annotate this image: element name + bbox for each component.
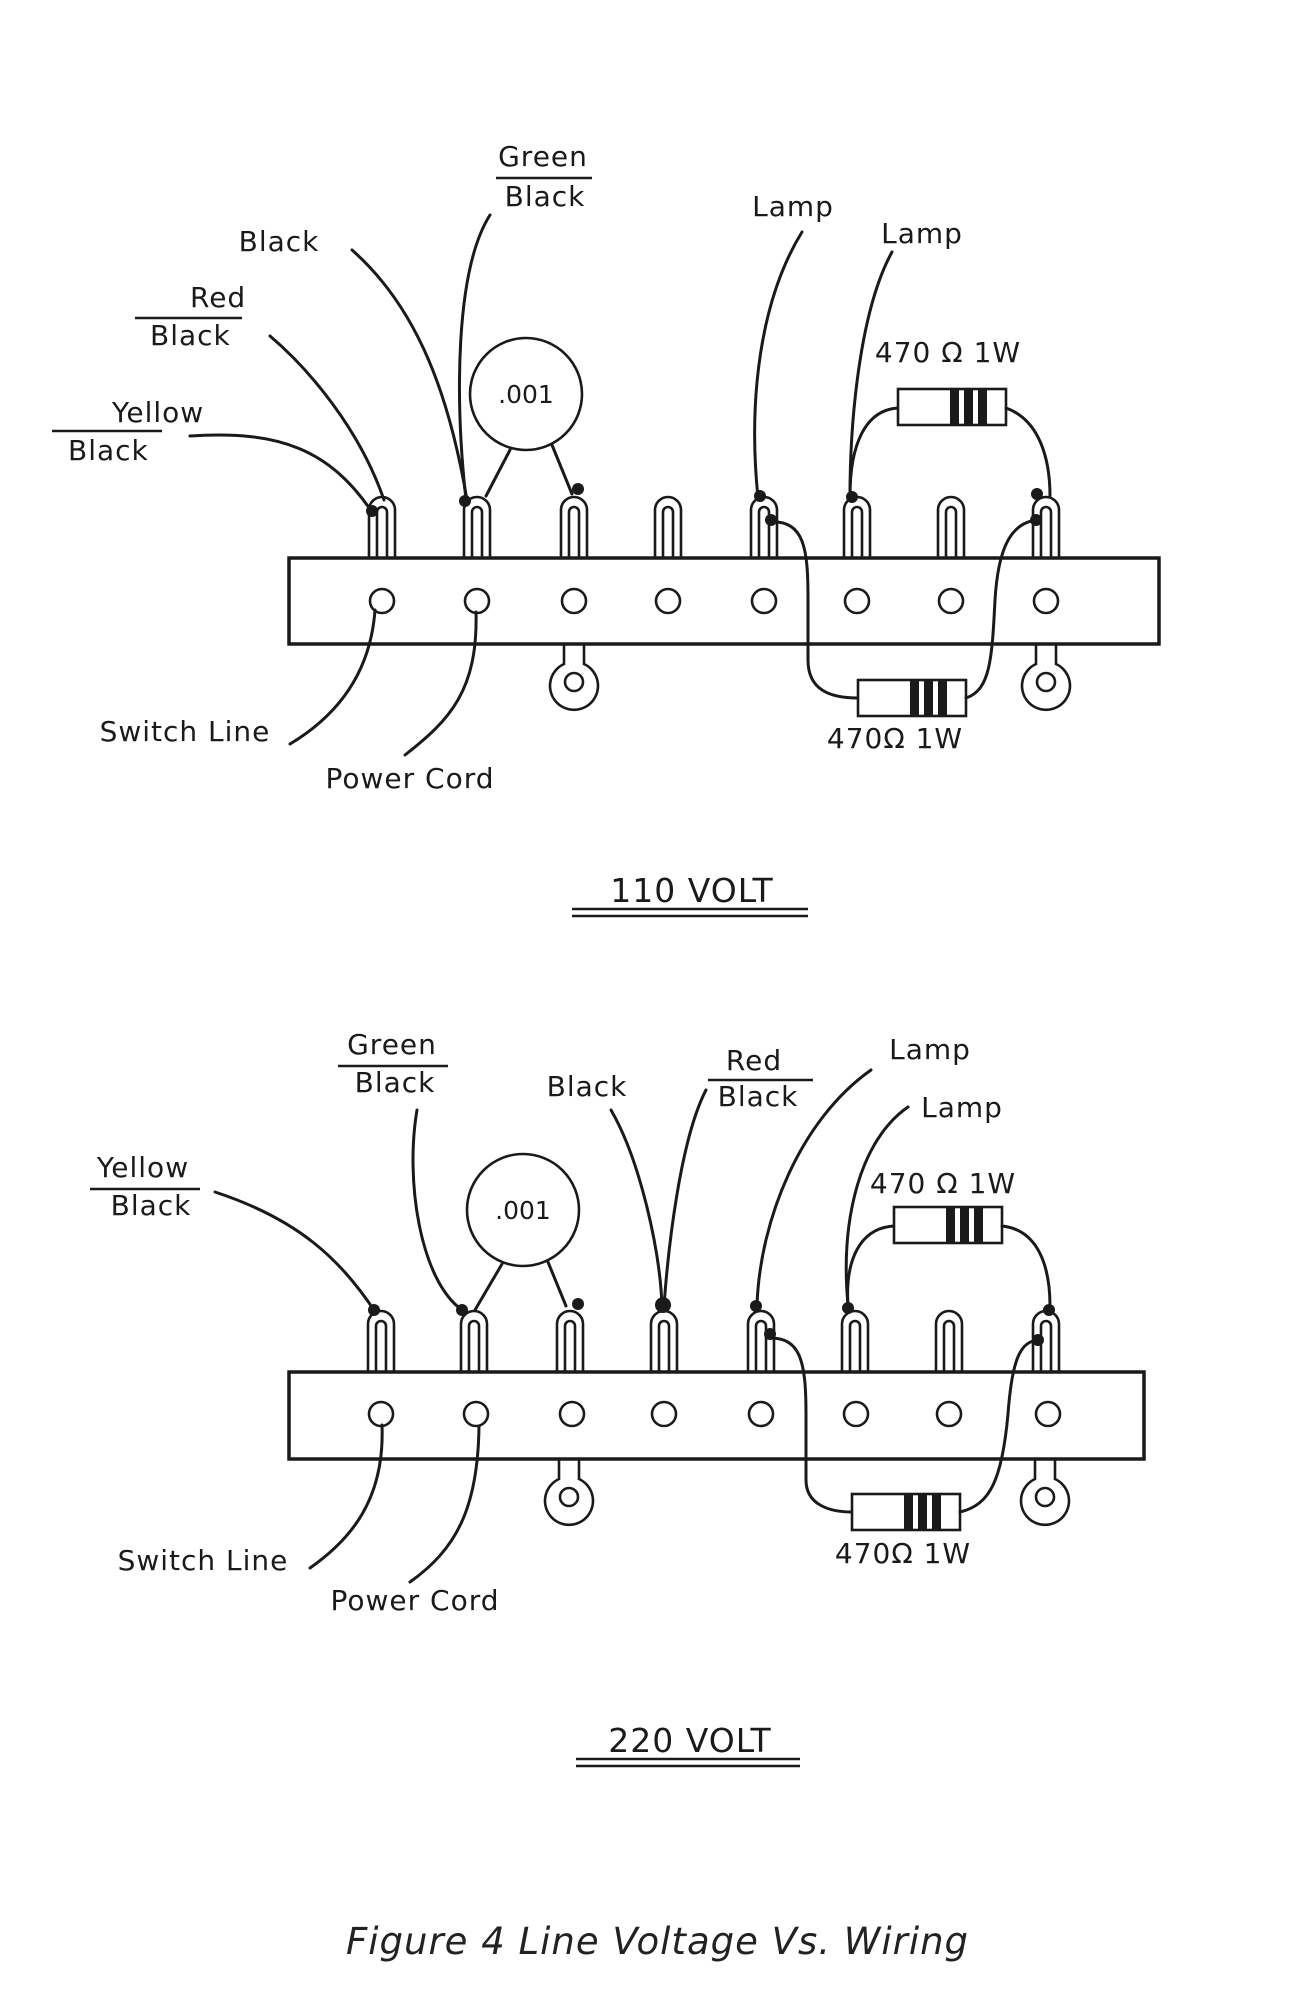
label-lamp-2: Lamp xyxy=(881,217,963,250)
diagram-220-volt: Yellow Black Green Black Black Red Black… xyxy=(90,1028,1146,1768)
terminal-strip-110 xyxy=(287,556,1161,646)
label-resistor-bottom: 470Ω 1W xyxy=(827,722,963,755)
label-green-black: Black xyxy=(355,1066,436,1099)
label-yellow-black: Black xyxy=(111,1189,192,1222)
label-lamp-2: Lamp xyxy=(921,1091,1003,1124)
label-black: Black xyxy=(239,225,320,258)
label-red: Red xyxy=(726,1044,782,1077)
label-lamp-1: Lamp xyxy=(889,1033,971,1066)
label-red: Red xyxy=(190,281,246,314)
capacitor-220 xyxy=(465,1152,581,1268)
label-switch-line: Switch Line xyxy=(100,715,271,748)
capacitor-value: .001 xyxy=(498,380,554,409)
label-switch-line: Switch Line xyxy=(118,1544,289,1577)
label-green: Green xyxy=(347,1028,437,1061)
label-yellow: Yellow xyxy=(96,1151,189,1184)
diagram-110-volt: Yellow Black Red Black Black Green Black… xyxy=(52,140,1161,918)
capacitor-110 xyxy=(468,336,584,452)
label-green-black: Black xyxy=(505,180,586,213)
label-resistor-bottom: 470Ω 1W xyxy=(835,1537,971,1570)
label-yellow: Yellow xyxy=(111,396,204,429)
label-lamp-1: Lamp xyxy=(752,190,834,223)
terminal-strip-220 xyxy=(287,1370,1146,1461)
label-red-black: Black xyxy=(150,319,231,352)
figure-caption: Figure 4 Line Voltage Vs. Wiring xyxy=(345,1920,970,1963)
title-220-volt: 220 VOLT xyxy=(608,1721,771,1760)
label-resistor-top: 470 Ω 1W xyxy=(875,336,1021,369)
label-resistor-top: 470 Ω 1W xyxy=(870,1167,1016,1200)
label-power-cord: Power Cord xyxy=(330,1584,499,1617)
capacitor-value: .001 xyxy=(495,1196,551,1225)
label-green: Green xyxy=(498,140,588,173)
label-red-black: Black xyxy=(718,1080,799,1113)
title-110-volt: 110 VOLT xyxy=(610,871,773,910)
label-black: Black xyxy=(547,1070,628,1103)
label-yellow-black: Black xyxy=(68,434,149,467)
label-power-cord: Power Cord xyxy=(325,762,494,795)
